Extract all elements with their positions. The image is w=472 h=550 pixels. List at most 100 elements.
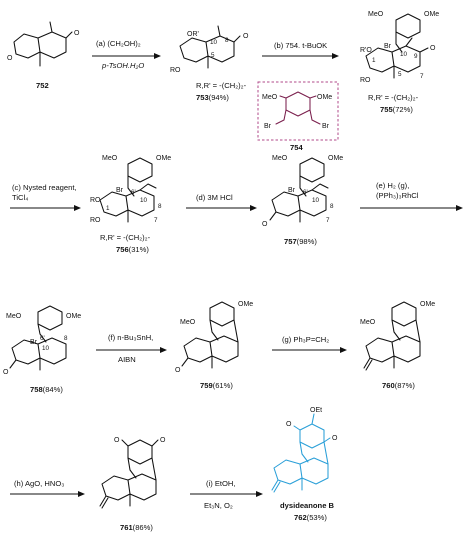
- atom-MeO: MeO: [262, 94, 278, 101]
- step-b-line1: (b) 754. t-BuOK: [274, 41, 327, 50]
- atom-O: O: [286, 421, 292, 428]
- compound-755-note: R,R' = -(CH₂)₂-: [368, 93, 419, 102]
- step-i-line2: Et₃N, O₂: [204, 501, 233, 510]
- compound-760-structure: MeO OMe: [360, 301, 435, 371]
- atom-O: O: [74, 30, 80, 37]
- atom-O: O: [160, 437, 166, 444]
- compound-759-label: 759(61%): [200, 381, 233, 390]
- locant-10: 10: [400, 51, 408, 58]
- locant-7: 7: [154, 217, 158, 224]
- compound-756-structure: MeO OMe Br RO RO 6' 10 1 8 7: [90, 155, 171, 224]
- locant-10: 10: [42, 345, 50, 352]
- locant-10: 10: [312, 197, 320, 204]
- atom-MeO: MeO: [6, 313, 22, 320]
- compound-752-structure: O O: [7, 21, 80, 67]
- atom-MeO: MeO: [180, 319, 196, 326]
- locant-5: 5: [398, 71, 402, 78]
- atom-RO: RO: [90, 217, 101, 224]
- step-a-line2: p-TsOH.H₂O: [101, 61, 144, 70]
- step-f-line1: (f) n-Bu₃SnH,: [108, 333, 153, 342]
- compound-757-label: 757(98%): [284, 237, 317, 246]
- atom-RprimeO: R'O: [360, 47, 372, 54]
- compound-758-structure: MeO OMe Br O 6' 10 8: [3, 305, 81, 376]
- compound-753-structure: OR' O RO 10 8 5: [170, 25, 249, 74]
- locant-8: 8: [330, 203, 334, 210]
- compound-752-label: 752: [36, 81, 49, 90]
- step-d-line1: (d) 3M HCl: [196, 193, 233, 202]
- atom-OMe: OMe: [317, 94, 332, 101]
- locant-7: 7: [326, 217, 330, 224]
- step-i-line1: (i) EtOH,: [206, 479, 236, 488]
- compound-758-label: 758(84%): [30, 385, 63, 394]
- compound-755-structure: MeO OMe Br R'O O RO 1 10 9 5 7: [360, 11, 439, 84]
- atom-OMe: OMe: [238, 301, 253, 308]
- step-c-line1: (c) Nysted reagent,: [12, 183, 77, 192]
- locant-7: 7: [420, 73, 424, 80]
- compound-754-label: 754: [290, 143, 303, 152]
- step-g-line1: (g) Ph₃P=CH₂: [282, 335, 329, 344]
- atom-O: O: [114, 437, 120, 444]
- atom-RO: RO: [170, 67, 181, 74]
- atom-Br: Br: [264, 123, 272, 130]
- step-e-line2: (PPh₃)₃RhCl: [376, 191, 419, 200]
- compound-762-name: dysideanone B: [280, 501, 335, 510]
- atom-OMe: OMe: [424, 11, 439, 18]
- atom-OMe: OMe: [66, 313, 81, 320]
- atom-OR-prime: OR': [187, 31, 199, 38]
- compound-761-structure: O O: [99, 437, 166, 509]
- atom-MeO: MeO: [368, 11, 384, 18]
- atom-Br: Br: [322, 123, 330, 130]
- atom-Br: Br: [116, 187, 124, 194]
- atom-MeO: MeO: [272, 155, 288, 162]
- compound-757-structure: MeO OMe Br O 6' 10 8 7: [262, 155, 343, 228]
- compound-756-label: 756(31%): [116, 245, 149, 254]
- atom-O: O: [175, 367, 181, 374]
- atom-MeO: MeO: [360, 319, 376, 326]
- compound-761-label: 761(86%): [120, 523, 153, 532]
- compound-753-note: R,R' = -(CH₂)₂-: [196, 81, 247, 90]
- atom-O: O: [3, 369, 9, 376]
- compound-756-note: R,R' = -(CH₂)₂-: [100, 233, 151, 242]
- atom-MeO: MeO: [102, 155, 118, 162]
- locant-1: 1: [106, 205, 110, 212]
- locant-6prime: 6': [40, 335, 45, 342]
- atom-RO: RO: [360, 77, 371, 84]
- atom-O: O: [243, 33, 249, 40]
- atom-OMe: OMe: [156, 155, 171, 162]
- locant-10: 10: [140, 197, 148, 204]
- locant-6prime: 6': [303, 189, 308, 196]
- step-f-line2: AIBN: [118, 355, 136, 364]
- locant-9: 9: [414, 53, 418, 60]
- atom-Br: Br: [384, 43, 392, 50]
- locant-8: 8: [158, 203, 162, 210]
- compound-755-label: 755(72%): [380, 105, 413, 114]
- step-h-line1: (h) AgO, HNO₃: [14, 479, 64, 488]
- locant-8: 8: [225, 37, 229, 44]
- atom-O: O: [332, 435, 338, 442]
- locant-8: 8: [64, 335, 68, 342]
- atom-Br: Br: [288, 187, 296, 194]
- compound-753-label: 753(94%): [196, 93, 229, 102]
- atom-O: O: [7, 55, 13, 62]
- atom-OEt: OEt: [310, 407, 322, 414]
- compound-759-structure: MeO OMe O: [175, 301, 253, 374]
- locant-10: 10: [210, 39, 218, 46]
- step-a-line1: (a) (CH₂OH)₂: [96, 39, 141, 48]
- atom-O: O: [262, 221, 268, 228]
- compound-762-label: 762(53%): [294, 513, 327, 522]
- locant-6prime: 6': [131, 189, 136, 196]
- compound-762-structure: OEt O O: [271, 407, 338, 493]
- step-c-line2: TiCl₄: [12, 193, 28, 202]
- atom-RO: RO: [90, 197, 101, 204]
- locant-1: 1: [372, 57, 376, 64]
- atom-Br: Br: [30, 339, 38, 346]
- compound-760-label: 760(87%): [382, 381, 415, 390]
- step-e-line1: (e) H₂ (g),: [376, 181, 409, 190]
- reagent-754-box: [257, 81, 339, 141]
- atom-OMe: OMe: [328, 155, 343, 162]
- atom-OMe: OMe: [420, 301, 435, 308]
- atom-O: O: [430, 45, 436, 52]
- locant-5: 5: [211, 52, 215, 59]
- reagent-754-structure: MeO OMe Br Br: [262, 91, 332, 130]
